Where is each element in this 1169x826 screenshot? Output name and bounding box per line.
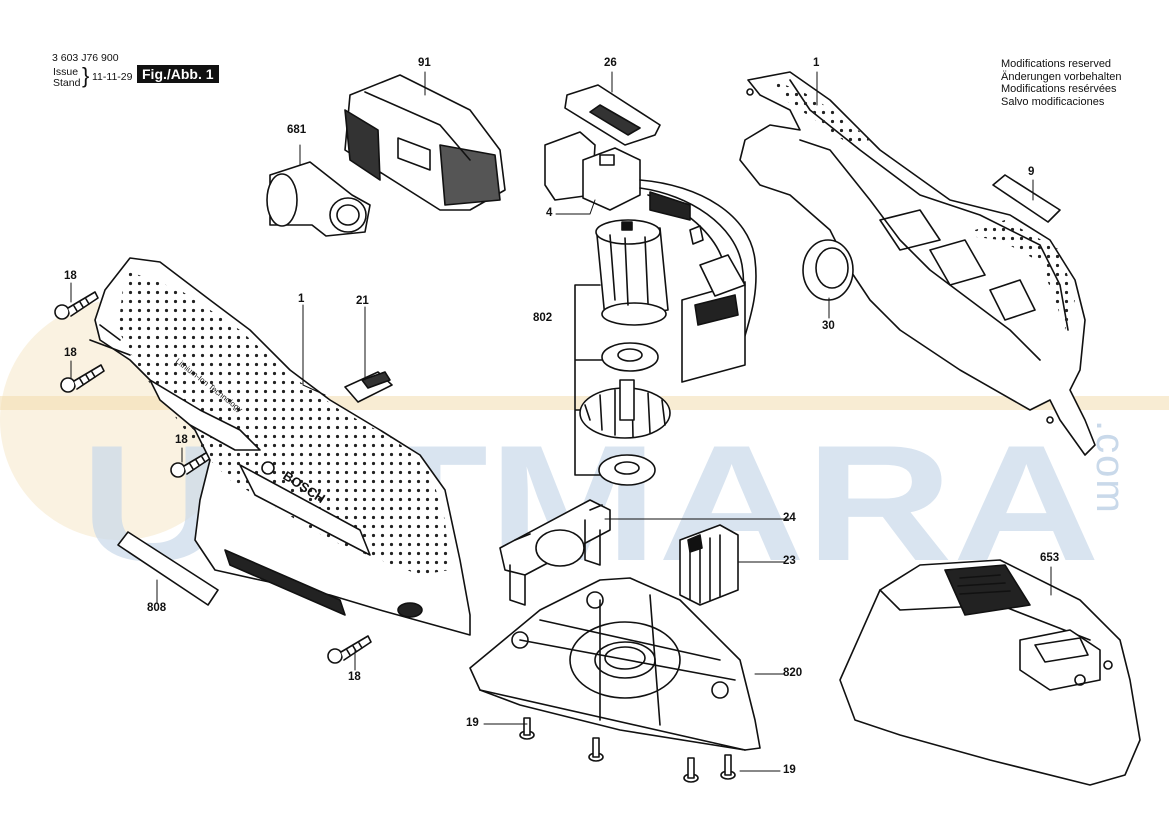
issue-label: Issue	[53, 66, 79, 78]
screw-18-b	[60, 364, 105, 393]
leader-lines	[70, 71, 1052, 772]
callout-19-a: 19	[466, 717, 479, 729]
dust-adapter-681	[266, 161, 371, 237]
notice-line-fr: Modifications resérvées	[1001, 83, 1117, 95]
charger-653	[839, 559, 1141, 786]
screw-19-c	[683, 757, 699, 783]
notice-line-es: Salvo modificaciones	[1001, 95, 1105, 108]
callout-19-b: 19	[783, 764, 796, 776]
switch-slider-26	[564, 84, 661, 146]
callout-18-d: 18	[348, 671, 361, 683]
stand-label: Stand	[53, 77, 81, 89]
doc-number: 3 603 J76 900	[52, 52, 119, 64]
bearing-upper	[601, 342, 659, 372]
figure-label: Fig./Abb. 1	[137, 65, 219, 83]
callout-820: 820	[783, 667, 803, 679]
clamp-23	[679, 524, 739, 606]
base-plate-820	[469, 577, 761, 751]
label-strip-808	[117, 531, 219, 606]
brace-glyph: }	[82, 63, 90, 88]
callout-802: 802	[533, 312, 553, 324]
housing-left-half: BOSCH Lithium-Ion Technology	[89, 257, 471, 636]
grommet-30	[802, 239, 854, 301]
callout-18-c: 18	[175, 434, 188, 446]
notice-line-en: Modifications reserved	[1001, 58, 1112, 70]
issue-date: 11-11-29	[92, 71, 133, 83]
callout-24: 24	[783, 512, 796, 524]
callout-18-b: 18	[64, 347, 77, 359]
screw-18-a	[54, 291, 99, 320]
watermark-suffix: .com	[1088, 420, 1132, 515]
callout-653: 653	[1040, 552, 1060, 564]
screw-19-a	[519, 717, 535, 740]
slider-21	[344, 371, 393, 403]
motor	[595, 219, 669, 326]
callout-30: 30	[822, 320, 835, 332]
modifications-notice: Modifications reserved Änderungen vorbeh…	[1001, 58, 1121, 108]
callout-1-top: 1	[813, 57, 820, 69]
switch-4	[544, 131, 757, 356]
battery-pack-91	[344, 74, 506, 211]
screw-18-d	[327, 635, 372, 664]
callout-23: 23	[783, 555, 796, 567]
support-bracket-24	[499, 499, 611, 606]
screw-19-d	[720, 754, 736, 780]
callout-21: 21	[356, 295, 369, 307]
callout-1-mid: 1	[298, 293, 305, 305]
callout-808: 808	[147, 602, 167, 614]
callout-bracket-802	[574, 284, 606, 476]
callout-4: 4	[546, 207, 553, 219]
callout-91: 91	[418, 57, 431, 69]
circuit-board	[681, 254, 746, 383]
callout-681: 681	[287, 124, 307, 136]
label-strip-9	[992, 174, 1061, 223]
notice-line-de: Änderungen vorbehalten	[1001, 70, 1122, 83]
screw-19-b	[588, 737, 604, 762]
fan-wheel	[579, 379, 671, 439]
callout-18-a: 18	[64, 270, 77, 282]
callout-26: 26	[604, 57, 617, 69]
bearing-lower	[598, 454, 656, 486]
callout-9: 9	[1028, 166, 1035, 178]
housing-right-half	[739, 71, 1096, 456]
